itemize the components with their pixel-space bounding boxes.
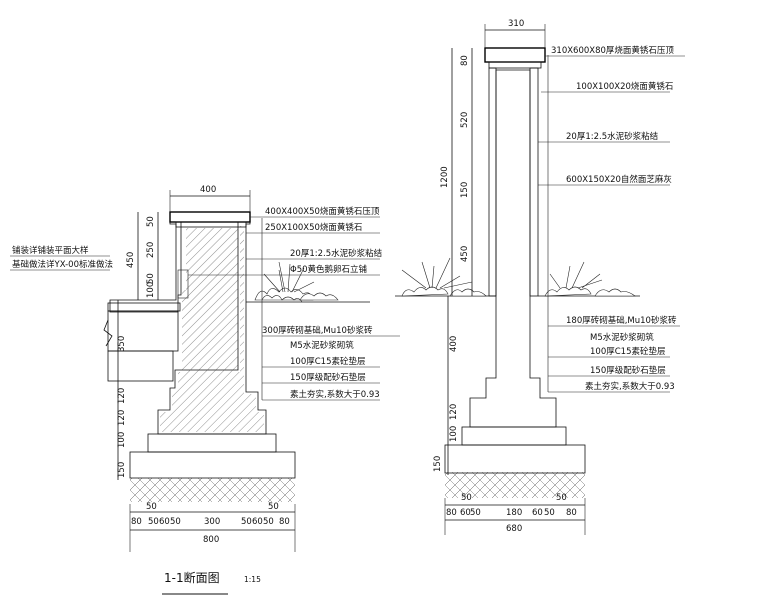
dim-text: 100 xyxy=(117,432,127,448)
callout-text: 素土夯实,系数大于0.93 xyxy=(290,389,380,400)
left-facing-stone xyxy=(175,221,247,228)
dim-text: 60 xyxy=(532,508,543,518)
callout-text: 400X400X50烧面黄锈石压顶 xyxy=(265,206,380,217)
right-section: 310 80 520 150 450 1200 400 120 100 150 … xyxy=(395,19,685,535)
dim-text: 120 xyxy=(449,404,459,420)
dim-text: 60 xyxy=(252,517,263,527)
dim-text: 450 xyxy=(126,252,136,268)
dim-text: 1200 xyxy=(440,166,450,188)
left-wall-outline xyxy=(109,211,267,435)
right-coping-stone xyxy=(484,47,546,63)
dim-text: 50 xyxy=(470,508,481,518)
dim-text: 100 xyxy=(449,426,459,442)
callout-text: Φ50黄色鹅卵石立铺 xyxy=(290,264,368,275)
callout-text: 素土夯实,系数大于0.93 xyxy=(585,381,675,392)
right-concrete-layer xyxy=(461,426,567,446)
right-gravel-layer xyxy=(444,444,586,474)
dim-text: 180 xyxy=(506,508,522,518)
dim-text: 50 xyxy=(241,517,252,527)
dim-text: 350 xyxy=(117,336,127,352)
right-top-width: 310 xyxy=(508,19,524,29)
callout-text: M5水泥砂浆砌筑 xyxy=(290,340,354,351)
dim-text: 80 xyxy=(279,517,290,527)
callout-text: 100厚C15素砼垫层 xyxy=(590,346,665,357)
dim-text: 400 xyxy=(449,336,459,352)
left-break-line xyxy=(103,319,113,347)
dim-text: 60 xyxy=(460,508,471,518)
left-section: 400 50 250 450 100 50 120 120 100 150 35… xyxy=(10,185,400,552)
left-top-width: 400 xyxy=(200,185,216,195)
right-facing-stone xyxy=(488,61,542,69)
dim-text: 50 xyxy=(263,517,274,527)
dim-text: 50 xyxy=(170,517,181,527)
dim-text: 100 xyxy=(146,282,156,298)
callout-text: 250X100X50烧面黄锈石 xyxy=(265,222,362,233)
callout-text: 20厚1:2.5水泥砂浆粘结 xyxy=(566,131,658,142)
dim-text: 50 xyxy=(146,273,156,284)
dim-text: 80 xyxy=(566,508,577,518)
dim-text: 450 xyxy=(460,246,470,262)
left-concrete-layer xyxy=(147,433,277,453)
dim-text: 50 xyxy=(146,502,157,512)
dim-text: 80 xyxy=(460,55,470,66)
right-cladding-right xyxy=(529,67,539,297)
left-gravel-layer xyxy=(129,451,296,479)
left-wall-core-hatch xyxy=(182,228,238,372)
callout-text: 150厚级配砂石垫层 xyxy=(590,365,666,376)
dim-text: 50 xyxy=(556,493,567,503)
right-shrub-right xyxy=(544,261,636,297)
left-side-note-2: 基础做法详YX-00标准做法 xyxy=(12,259,113,270)
callout-text: 310X600X80厚烧面黄锈石压顶 xyxy=(551,45,674,56)
right-callouts: 310X600X80厚烧面黄锈石压顶 100X100X20烧面黄锈石 20厚1:… xyxy=(538,45,685,393)
dim-text: 50 xyxy=(461,493,472,503)
section-scale: 1:15 xyxy=(244,575,261,584)
callout-text: M5水泥砂浆砌筑 xyxy=(590,332,654,343)
left-compacted-soil xyxy=(130,478,295,502)
right-shrub-left xyxy=(401,257,487,297)
dim-text: 80 xyxy=(131,517,142,527)
dim-text: 120 xyxy=(117,388,127,404)
dim-text: 150 xyxy=(433,456,443,472)
left-side-note-1: 铺装详铺装平面大样 xyxy=(12,245,89,256)
right-vertical-dims: 80 520 150 450 1200 400 120 100 150 xyxy=(433,55,470,472)
left-paving xyxy=(107,302,181,312)
right-compacted-soil xyxy=(445,472,585,498)
callout-text: 300厚砖砌基础,Mu10砂浆砖 xyxy=(262,325,373,336)
dim-text: 150 xyxy=(117,462,127,478)
right-total-width: 680 xyxy=(506,524,522,534)
dim-text: 50 xyxy=(268,502,279,512)
right-bottom-dims: 80 60 50 180 60 50 80 xyxy=(446,508,577,518)
left-bottom-dims: 80 50 60 50 300 50 60 50 80 xyxy=(131,517,290,527)
dim-text: 60 xyxy=(159,517,170,527)
callout-text: 100X100X20烧面黄锈石 xyxy=(576,81,673,92)
left-vertical-dims: 50 250 450 100 50 120 120 100 150 350 xyxy=(117,216,156,478)
left-paving-gravel xyxy=(107,350,174,382)
dim-text: 250 xyxy=(146,242,156,258)
right-cladding-left xyxy=(488,67,497,297)
section-title: 1-1断面图 xyxy=(164,570,220,585)
left-shrub xyxy=(254,261,339,303)
dim-text: 520 xyxy=(460,112,470,128)
dim-text: 300 xyxy=(204,517,220,527)
right-wall xyxy=(469,69,557,428)
callout-text: 20厚1:2.5水泥砂浆粘结 xyxy=(290,248,382,259)
callout-text: 100厚C15素砼垫层 xyxy=(290,356,365,367)
dim-text: 50 xyxy=(146,216,156,227)
dim-text: 50 xyxy=(544,508,555,518)
dim-text: 80 xyxy=(446,508,457,518)
left-callouts: 400X400X50烧面黄锈石压顶 250X100X50烧面黄锈石 20厚1:2… xyxy=(188,206,400,401)
left-wall-hatch xyxy=(160,226,264,432)
callout-text: 180厚砖砌基础,Mu10砂浆砖 xyxy=(566,315,677,326)
left-coping-stone xyxy=(169,211,251,223)
left-total-width: 800 xyxy=(203,535,219,545)
dim-text: 120 xyxy=(117,410,127,426)
callout-text: 600X150X20自然面芝麻灰 xyxy=(566,174,672,185)
dim-text: 150 xyxy=(460,182,470,198)
left-pebble-edge xyxy=(177,269,189,299)
dim-text: 50 xyxy=(148,517,159,527)
callout-text: 150厚级配砂石垫层 xyxy=(290,372,366,383)
